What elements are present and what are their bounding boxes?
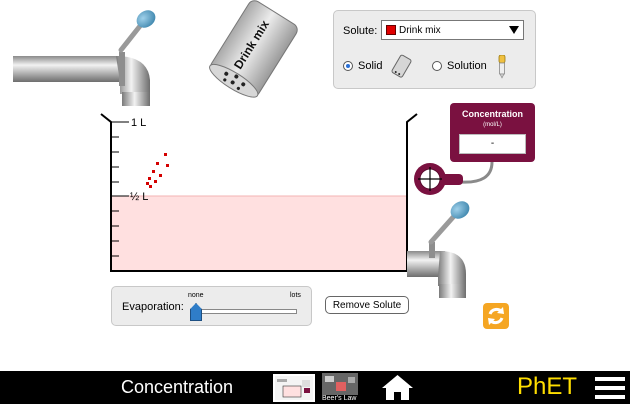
- menu-icon[interactable]: [595, 377, 625, 399]
- meter-units: (mol/L): [483, 122, 502, 128]
- beaker-label-full: 1 L: [131, 117, 146, 129]
- beaker-label-half: ½ L: [130, 191, 148, 203]
- solid-radio[interactable]: [343, 61, 353, 71]
- remove-solute-button[interactable]: Remove Solute: [325, 296, 409, 314]
- beers-law-screen-thumbnail[interactable]: [322, 373, 358, 395]
- input-faucet[interactable]: [13, 7, 159, 106]
- concentration-screen-thumbnail[interactable]: [273, 374, 315, 402]
- drink-mix-shaker[interactable]: Drink mix: [206, 0, 300, 102]
- evaporation-slider-thumb[interactable]: [190, 303, 202, 321]
- solute-panel: Solute: Drink mix Solid Solution: [333, 10, 536, 89]
- sim-title: Concentration: [121, 377, 234, 397]
- solid-label: Solid: [358, 60, 383, 72]
- meter-title: Concentration: [461, 109, 523, 119]
- phet-logo[interactable]: PhET: [517, 373, 578, 400]
- shaker-icon: [391, 54, 412, 78]
- reset-all-icon: [488, 307, 504, 325]
- beers-law-label: Beer's Law: [322, 395, 357, 402]
- beaker-ticks: [111, 121, 129, 257]
- meter-readout: -: [459, 134, 526, 154]
- concentration-probe[interactable]: [413, 162, 465, 197]
- solute-color-swatch: [386, 25, 396, 35]
- evaporation-label: Evaporation:: [122, 301, 184, 313]
- solute-dropdown[interactable]: Drink mix: [381, 20, 524, 40]
- navigation-bar: Concentration Beer's Law PhET: [0, 371, 630, 404]
- solid-option[interactable]: Solid: [343, 54, 413, 78]
- beaker-solution: [111, 196, 407, 270]
- evaporation-max-label: lots: [290, 292, 301, 299]
- evaporation-panel: Evaporation: none lots: [111, 286, 312, 326]
- concentration-meter[interactable]: Concentration (mol/L) -: [450, 103, 535, 162]
- concentration-screen-icon: [275, 376, 313, 400]
- solute-dropdown-value: Drink mix: [399, 25, 441, 36]
- solution-label: Solution: [447, 60, 487, 72]
- reset-all-button[interactable]: [483, 303, 509, 329]
- beers-law-screen-icon: [322, 373, 358, 395]
- beaker: [100, 113, 418, 272]
- solution-radio[interactable]: [432, 61, 442, 71]
- radio-selected-dot: [346, 64, 350, 68]
- solute-particles: [146, 153, 169, 188]
- solute-label: Solute:: [343, 25, 378, 37]
- drain-faucet[interactable]: [407, 198, 473, 298]
- evaporation-min-label: none: [188, 292, 204, 299]
- dropper-icon: [498, 55, 506, 79]
- home-icon[interactable]: [381, 374, 414, 401]
- evaporation-slider-track[interactable]: [191, 309, 297, 314]
- menu-bar-line: [595, 377, 625, 381]
- meter-cable: [459, 161, 494, 184]
- menu-bar-line: [595, 395, 625, 399]
- dropdown-arrow-icon: [509, 26, 519, 34]
- solution-option[interactable]: Solution: [432, 55, 528, 79]
- menu-bar-line: [595, 386, 625, 390]
